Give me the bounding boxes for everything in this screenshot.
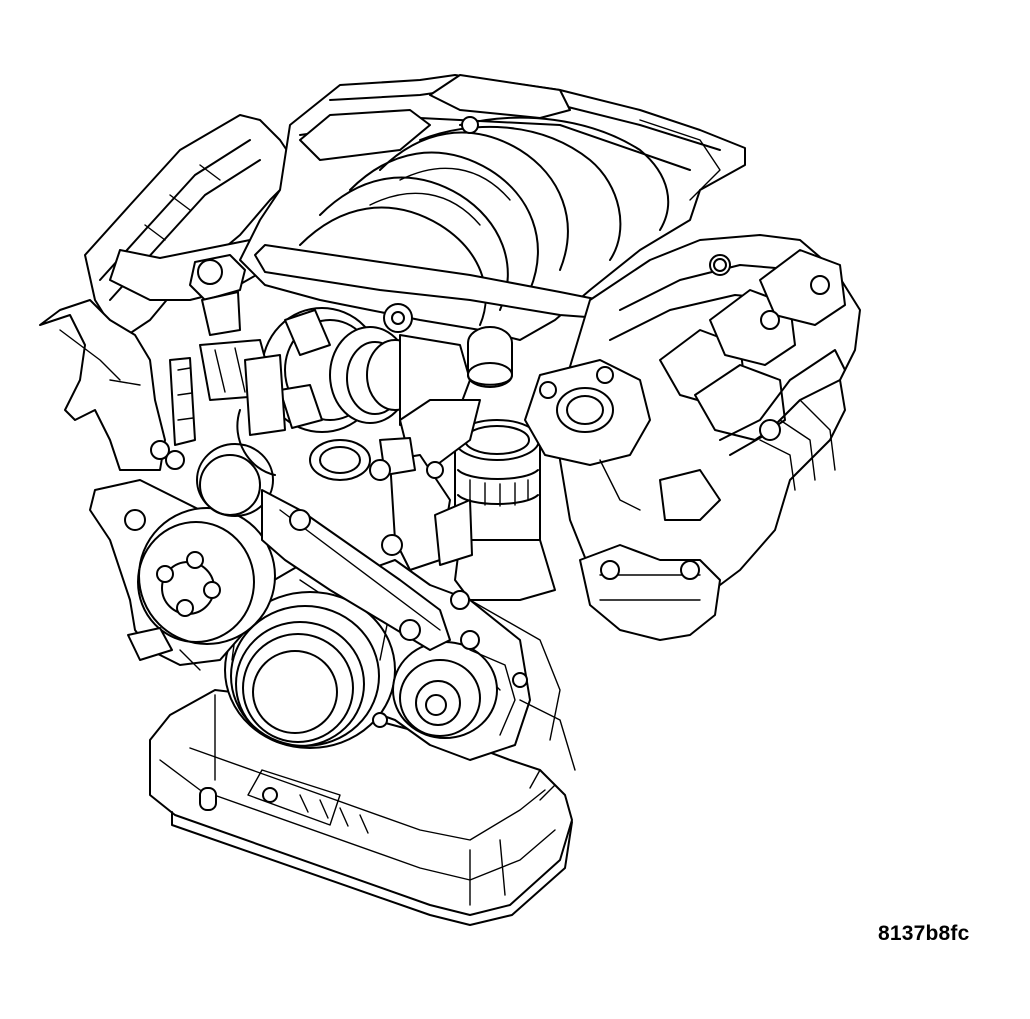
- figure-id-label: 8137b8fc: [878, 922, 970, 945]
- throttle-body: [262, 304, 470, 432]
- crankshaft-pulley: [225, 592, 395, 748]
- exhaust-manifold-right: [580, 470, 720, 640]
- water-pump-pulley: [90, 480, 275, 670]
- water-outlet: [525, 360, 650, 510]
- intake-manifold: [240, 75, 745, 340]
- oil-filter-housing: [390, 400, 555, 600]
- idler-pulley: [393, 642, 515, 738]
- fasteners: [198, 117, 726, 802]
- accessory-bracket: [262, 490, 479, 650]
- sensor-cluster-left: [151, 255, 285, 475]
- oil-filler-cap: [468, 327, 512, 387]
- right-valve-cover: [560, 235, 860, 610]
- upper-idler-pulley: [197, 444, 273, 516]
